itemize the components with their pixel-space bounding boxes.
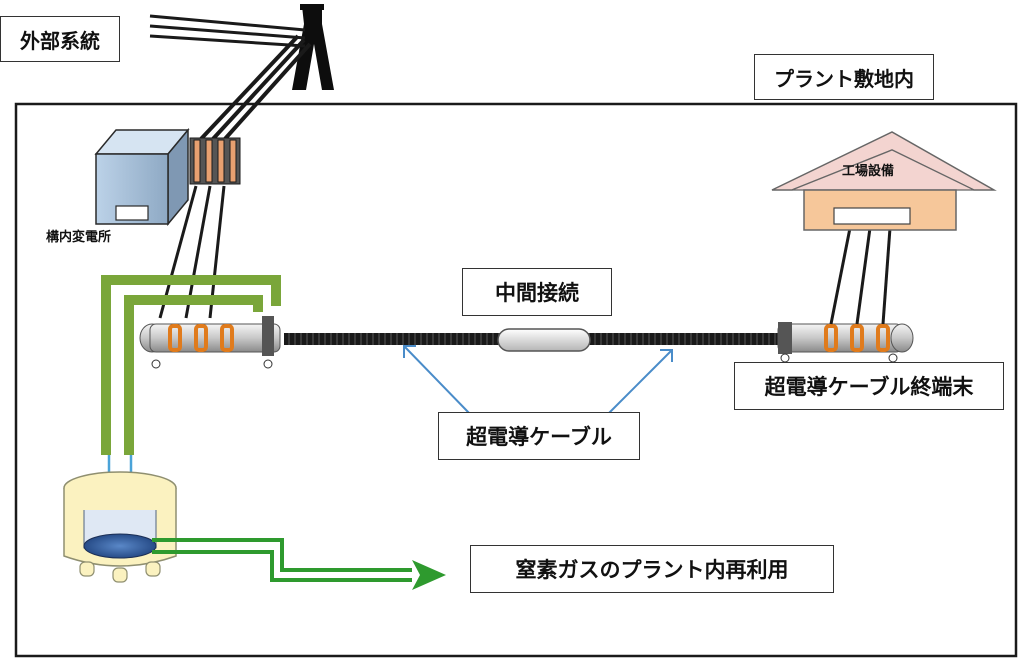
- transmission-tower-icon: [292, 4, 334, 90]
- left-termination: [139, 316, 281, 369]
- cable-pointer-arrows: [403, 345, 673, 415]
- plant-site-boundary: [14, 102, 1018, 658]
- substation-icon: [94, 127, 241, 227]
- external-lines: [149, 14, 306, 48]
- right-termination: [777, 322, 914, 363]
- termination-label: 超電導ケーブル終端末: [734, 362, 1004, 410]
- coolant-pipe: [101, 275, 281, 455]
- intermediate-joint: [497, 328, 591, 352]
- incoming-lines: [198, 34, 312, 142]
- factory-label: 工場設備: [842, 164, 895, 179]
- joint-label: 中間接続: [462, 268, 612, 316]
- cable-label: 超電導ケーブル: [438, 412, 640, 460]
- nitrogen-arrow-head: [412, 560, 446, 590]
- plant-site-label: プラント敷地内: [754, 54, 934, 100]
- external-grid-label: 外部系統: [0, 16, 120, 62]
- cryostat-tank-icon: [63, 471, 177, 583]
- nitrogen-reuse-label: 窒素ガスのプラント内再利用: [470, 545, 834, 593]
- substation-label: 構内変電所: [46, 230, 112, 245]
- nitrogen-pipe: [152, 538, 412, 582]
- factory-lines: [829, 227, 892, 325]
- factory-icon: [771, 131, 997, 231]
